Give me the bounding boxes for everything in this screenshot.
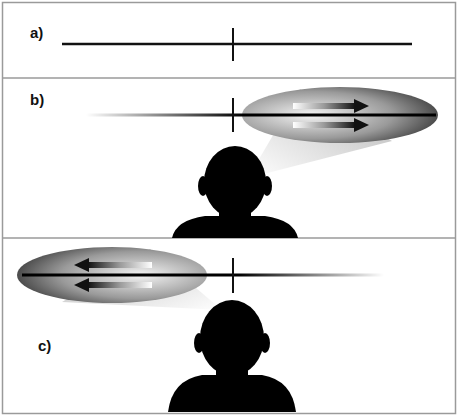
scale-line [22, 274, 384, 277]
head-silhouette [168, 300, 296, 412]
head-silhouette [172, 146, 298, 238]
panel-label: b) [30, 92, 44, 107]
panel-frame [3, 3, 456, 414]
midpoint-tick [232, 28, 234, 61]
leftward-arrows [74, 258, 152, 292]
panel-label: c) [38, 338, 51, 353]
panel-label: a) [30, 25, 43, 40]
panel-divider [3, 77, 456, 79]
scale-line [86, 114, 436, 117]
midpoint-tick [232, 98, 234, 132]
scale-line [62, 43, 412, 46]
rightward-arrows [293, 99, 369, 132]
midpoint-tick [232, 258, 234, 293]
